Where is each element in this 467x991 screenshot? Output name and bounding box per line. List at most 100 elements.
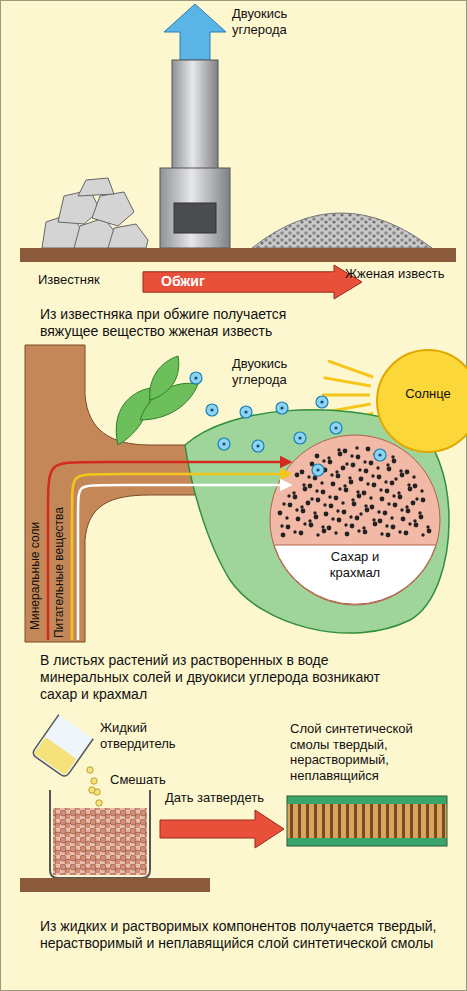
starch-grain [309,523,314,528]
starch-grain [392,494,395,497]
starch-grain [391,525,396,530]
starch-grain [308,519,311,522]
starch-grain [404,531,409,536]
starch-grain [337,518,342,523]
starch-grain [383,511,388,516]
starch-grain [362,491,367,496]
starch-grain [379,488,382,491]
starch-grain [331,517,334,520]
starch-grain [357,494,362,499]
starch-grain [296,517,301,522]
starch-grain [364,469,369,474]
node-text: Солнце [377,386,467,402]
starch-grain [306,501,311,506]
part-label: Слой синтетической смолы твердый, нераст… [290,721,450,783]
starch-grain [293,530,296,533]
starch-grain [363,530,368,535]
part-label: Смешать [110,772,166,788]
starch-grain [401,517,406,522]
starch-grain [378,519,383,524]
sun-ray [324,378,371,386]
flow-line [78,485,290,640]
starch-grain [315,454,320,459]
starch-grain [421,498,426,503]
starch-grain [380,497,385,502]
starch-grain [341,466,346,471]
part-label: Минеральные соли [28,522,43,630]
starch-grain [286,525,291,530]
starch-grain [293,495,298,500]
starch-grain [387,467,392,472]
starch-grain [366,482,369,485]
starch-grain [348,476,351,479]
starch-grain [369,461,374,466]
starch-grain [330,473,333,476]
part-label: Питательные вещества [52,507,67,638]
co2-molecule [312,464,324,476]
caption-text: В листьях растений из растворенных в вод… [40,652,380,702]
starch-grain [329,504,334,509]
starch-grain [355,446,358,449]
starch-grain [307,475,310,478]
starch-grain [385,489,390,494]
starch-grain [327,526,332,531]
starch-grain [373,522,378,527]
starch-grain [300,470,305,475]
starch-grain [295,508,298,511]
starch-grain [285,516,288,519]
starch-grain [343,484,346,487]
co2-molecule [252,440,264,452]
starch-grain [321,525,324,528]
starch-grain [413,519,416,522]
hardener-drop [89,787,95,793]
hardener-drops [87,767,104,815]
starch-grain [327,456,330,459]
starch-grain [356,455,361,460]
starch-grain [310,497,313,500]
co2-molecules [190,372,386,476]
flow-line [72,474,290,640]
starch-grain [385,524,388,527]
starch-grain [315,489,318,492]
co2-molecule [206,404,218,416]
starch-grain [308,484,313,489]
starch-grain [400,473,405,478]
starch-grain [337,448,340,451]
starch-grain [300,505,303,508]
starch-grain [351,463,356,468]
starch-grain [363,460,366,463]
co2-arrow [164,4,226,60]
starch-grain [341,501,344,504]
limestone [42,178,148,248]
ground [20,248,456,262]
co2-molecule [294,432,306,444]
starch-grain [320,481,323,484]
starch-grain [413,484,418,489]
starch-grain [282,502,285,505]
starch-grain [392,459,397,464]
starch-grain [334,531,337,534]
hardener-beaker [31,715,93,778]
part-label: Двуокись углерода [232,6,327,37]
part-label: Жженая известь [345,266,445,282]
kiln [160,60,230,248]
starch-grain [345,462,348,465]
starch-grain [393,503,398,508]
starch-grain [345,532,350,537]
co2-molecule [316,396,328,408]
starch-grain [386,533,391,538]
part-label: Дать затвердеть [165,790,264,806]
starch-grain [372,483,377,488]
starch-grain [299,531,304,536]
starch-grain [369,496,372,499]
starch-grain [295,473,300,478]
starch-grain [357,529,360,532]
starch-grain [350,524,355,529]
sun-ray [328,361,373,377]
starch-grain [411,501,416,506]
starch-grain [427,529,432,534]
sun: Солнце [377,350,467,452]
starch-grain [292,491,295,494]
starch-grain [331,482,336,487]
